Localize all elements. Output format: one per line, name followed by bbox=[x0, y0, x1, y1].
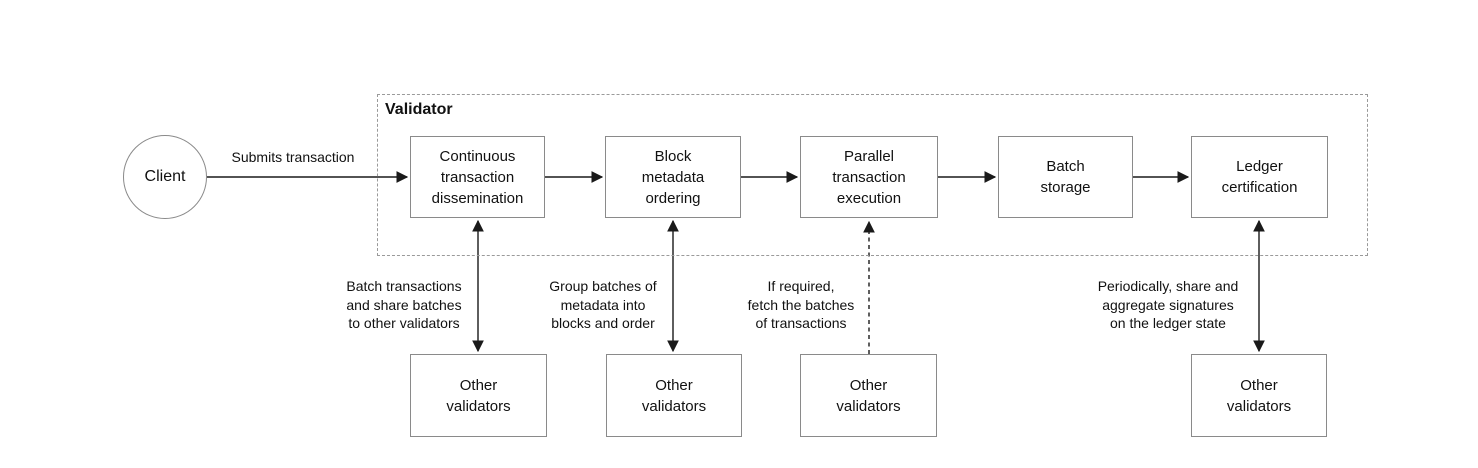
validator-group-frame: Validator bbox=[377, 94, 1368, 256]
node-label: Ledger certification bbox=[1221, 158, 1298, 196]
annotation-fetch-batches: If required, fetch the batches of transa… bbox=[747, 278, 855, 331]
node-ledger-certification: Ledger certification bbox=[1191, 136, 1328, 218]
node-label: Other validators bbox=[446, 376, 511, 415]
annotation-group-batches: Group batches of metadata into blocks an… bbox=[549, 278, 657, 331]
node-label: Batch storage bbox=[1040, 158, 1091, 196]
node-other-validators-2: Other validators bbox=[606, 354, 742, 437]
node-other-validators-4: Other validators bbox=[1191, 354, 1327, 437]
node-label: Block metadata ordering bbox=[641, 147, 705, 207]
node-other-validators-3: Other validators bbox=[800, 354, 937, 437]
node-label: Other validators bbox=[641, 376, 707, 415]
node-label: Continuous transaction dissemination bbox=[431, 147, 524, 207]
node-label: Parallel transaction execution bbox=[832, 147, 906, 207]
validator-group-title: Validator bbox=[385, 101, 453, 118]
node-other-validators-1: Other validators bbox=[410, 354, 547, 437]
node-block-metadata-ordering: Block metadata ordering bbox=[605, 136, 741, 218]
node-label: Other validators bbox=[1226, 376, 1292, 415]
node-parallel-transaction-execution: Parallel transaction execution bbox=[800, 136, 938, 218]
annotation-aggregate-signatures: Periodically, share and aggregate signat… bbox=[1097, 278, 1239, 331]
node-label: Other validators bbox=[836, 376, 901, 415]
client-node: Client bbox=[123, 135, 207, 219]
node-continuous-transaction-dissemination: Continuous transaction dissemination bbox=[410, 136, 545, 218]
node-batch-storage: Batch storage bbox=[998, 136, 1133, 218]
annotation-batch-transactions: Batch transactions and share batches to … bbox=[346, 278, 462, 331]
client-node-label: Client bbox=[144, 168, 186, 185]
submit-transaction-edge-label: Submits transaction bbox=[231, 149, 355, 165]
